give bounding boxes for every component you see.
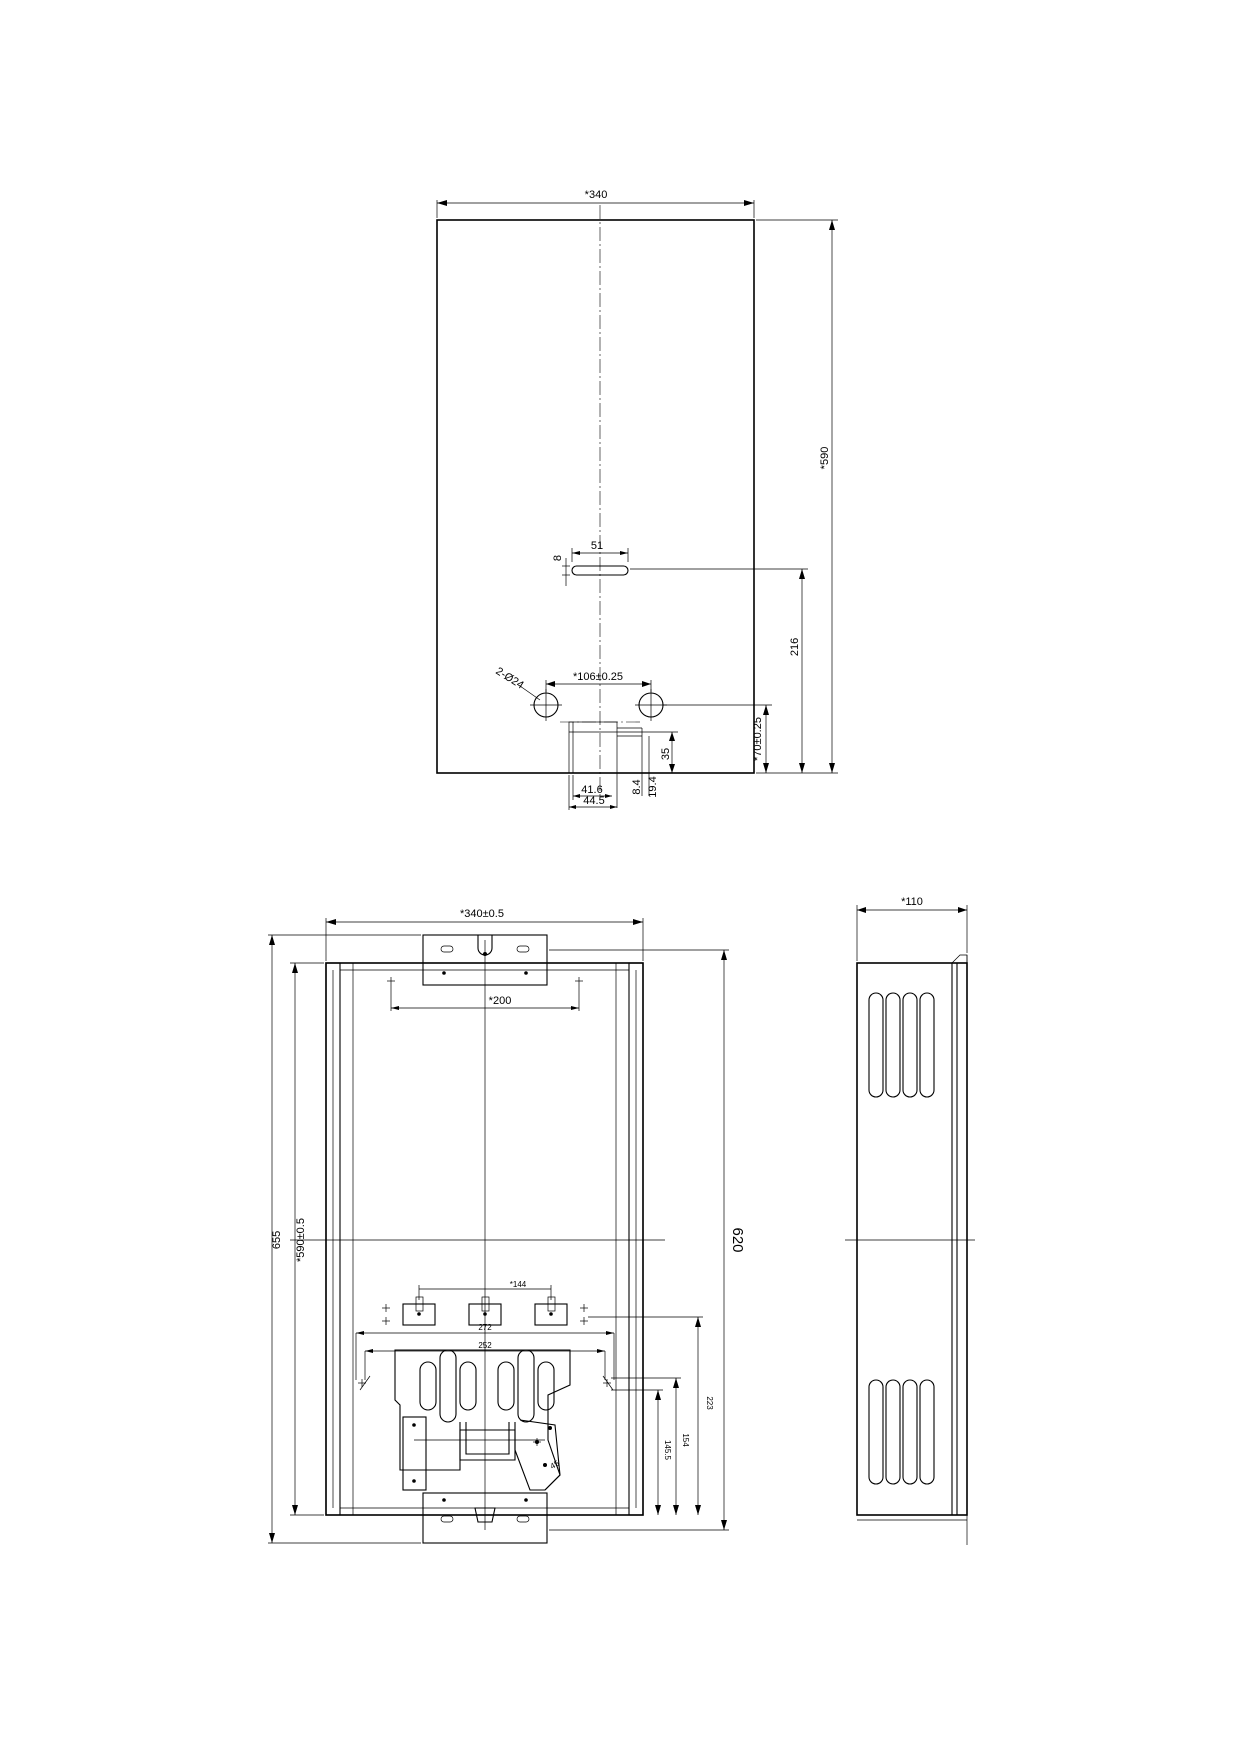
front-view: *340 *590 51 8 216 [436,189,838,810]
back-body-height-label: *590±0.5 [295,1218,307,1262]
front-outlet-outer-label: 44.5 [583,795,604,807]
front-hole-diameter-label: 2-Ø24 [493,665,525,691]
side-vents-bottom [868,1379,935,1485]
back-left-plate [402,1416,427,1491]
front-hole-height-label: *70±0.25 [752,717,764,761]
back-height-154-label: 154 [681,1433,690,1447]
side-body-outline [856,962,968,1516]
bracket-spacing-markers [387,977,583,1011]
back-frame-outline [325,962,644,1516]
back-tab-spacing-label: *144 [510,1280,527,1289]
pipe-assembly [394,1349,571,1491]
front-height-label: *590 [819,447,831,470]
front-gap-b-label: 19.4 [647,776,659,797]
back-total-height-label: 655 [271,1231,283,1249]
front-width-label: *340 [585,189,608,201]
back-width-272-label: 272 [478,1323,492,1332]
front-slot [571,565,629,576]
front-slot-height-from-bottom: 216 [789,638,801,656]
back-height-223-label: 223 [705,1396,714,1410]
front-pipe-height-label: 35 [660,748,672,760]
side-view: *110 [845,896,975,1545]
side-depth-label: *110 [901,896,923,908]
front-outlet-inner-label: 41.6 [581,784,602,796]
back-view: *340±0.5 *200 655 *590±0.5 [268,908,746,1544]
front-outlet [568,721,618,774]
front-gap-a-label: 8.4 [631,779,643,794]
mounting-tabs [382,1285,588,1326]
front-hole-spacing-label: *106±0.25 [573,671,623,683]
front-slot-height-label: 8 [552,555,564,561]
back-height-145-label: 145.5 [663,1440,672,1461]
back-frame-height-label: 620 [729,1227,746,1252]
back-width-252-label: 252 [478,1341,492,1350]
back-width-label: *340±0.5 [460,908,504,920]
front-slot-width-label: 51 [591,540,603,552]
side-vents-top [868,992,935,1098]
back-bracket-spacing-label: *200 [489,995,512,1007]
front-body-outline [436,219,755,774]
